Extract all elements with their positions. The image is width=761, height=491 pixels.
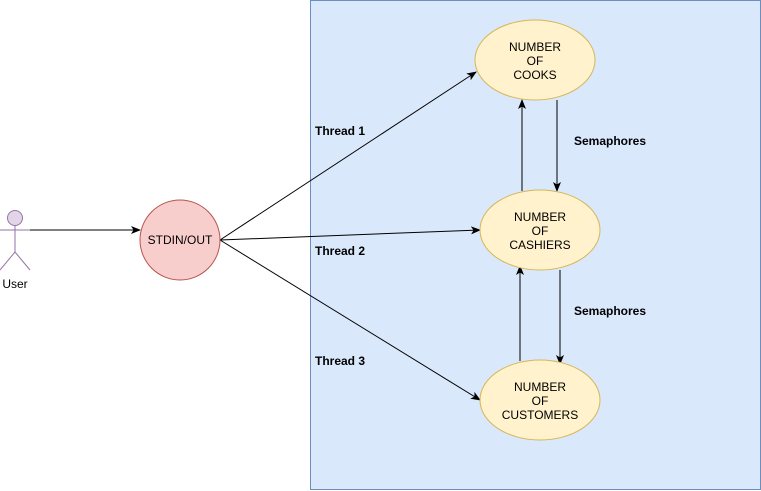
cashiers-line-2: OF: [532, 224, 549, 238]
stdin-out-node[interactable]: [139, 199, 221, 281]
cashiers-node[interactable]: [479, 189, 601, 271]
edge-label-semaphores-1: Semaphores: [574, 134, 646, 148]
customers-line-2: OF: [532, 394, 549, 408]
cashiers-line-3: CASHIERS: [509, 238, 570, 252]
actor-label: User: [2, 277, 27, 291]
customers-line-3: CUSTOMERS: [502, 408, 578, 422]
customers-line-1: NUMBER: [514, 380, 566, 394]
edge-label-thread3: Thread 3: [315, 354, 365, 368]
cashiers-line-1: NUMBER: [514, 210, 566, 224]
edge-thread1[interactable]: [219, 71, 477, 241]
person-icon[interactable]: [0, 210, 31, 271]
edge-label-thread1: Thread 1: [315, 124, 365, 138]
edge-label-semaphores-2: Semaphores: [574, 304, 646, 318]
edge-thread3[interactable]: [219, 239, 481, 401]
stdin-out-label: STDIN/OUT: [148, 233, 213, 247]
edge-label-thread2: Thread 2: [315, 244, 365, 258]
cooks-line-2: OF: [527, 54, 544, 68]
cooks-line-1: NUMBER: [509, 40, 561, 54]
customers-node[interactable]: [479, 359, 601, 441]
edge-thread2[interactable]: [219, 226, 481, 241]
cooks-line-3: COOKS: [513, 68, 556, 82]
cooks-node[interactable]: [474, 19, 596, 101]
